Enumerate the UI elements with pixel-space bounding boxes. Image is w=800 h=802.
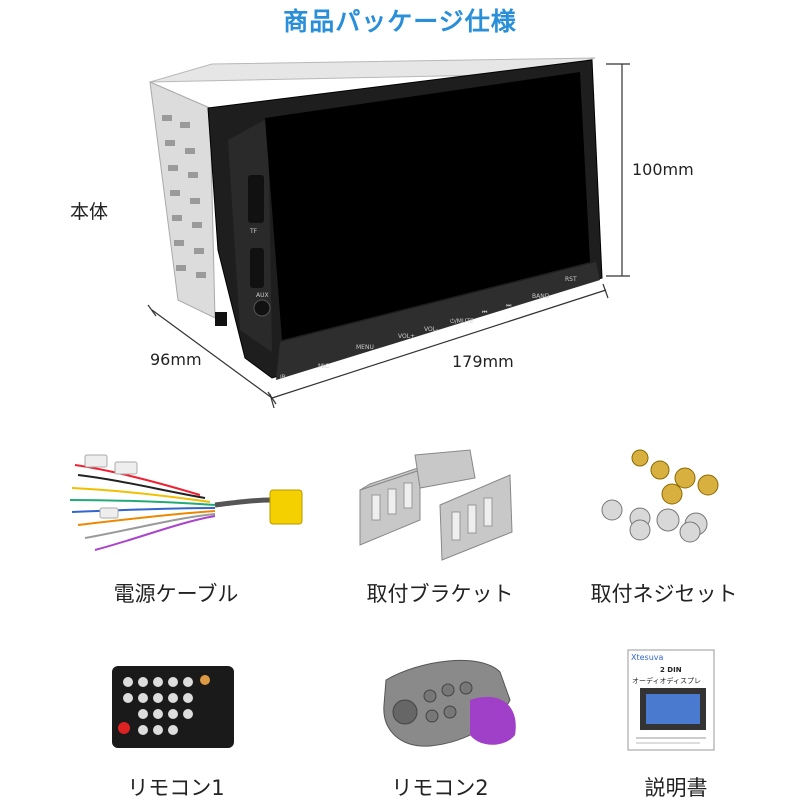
caption-power-cable: 電源ケーブル <box>113 582 239 606</box>
vol-down-button: VOL- <box>424 326 439 333</box>
vol-up-button: VOL+ <box>398 333 416 340</box>
mic-label: MIC <box>318 363 330 370</box>
caption-remote-1: リモコン1 <box>127 776 225 800</box>
caption-screws: 取付ネジセット <box>590 582 738 606</box>
unit-label: 本体 <box>70 201 109 223</box>
page-title: 商品パッケージ仕様 <box>283 7 517 36</box>
mute-button: ⏻/MUTE <box>450 318 474 325</box>
manual-brand: Xtesuva <box>631 653 664 662</box>
next-button: ⏭ <box>506 302 512 309</box>
band-button: BAND <box>532 293 550 300</box>
aux-label: AUX <box>256 292 269 299</box>
manual-model: 2 DIN <box>660 666 682 674</box>
caption-manual: 説明書 <box>644 776 708 800</box>
width-dimension: 179mm <box>452 352 514 371</box>
tf-slot-label: TF <box>250 228 258 235</box>
manual-subtitle: オーディオディスプレ <box>632 677 702 685</box>
caption-remote-2: リモコン2 <box>391 776 489 800</box>
menu-button: MENU <box>356 344 374 351</box>
depth-dimension: 96mm <box>150 350 202 369</box>
ir-label: IR <box>280 374 286 381</box>
prev-button: ⏮ <box>482 309 488 316</box>
caption-bracket: 取付ブラケット <box>366 582 514 606</box>
rst-label: RST <box>565 276 577 283</box>
height-dimension: 100mm <box>632 160 694 179</box>
